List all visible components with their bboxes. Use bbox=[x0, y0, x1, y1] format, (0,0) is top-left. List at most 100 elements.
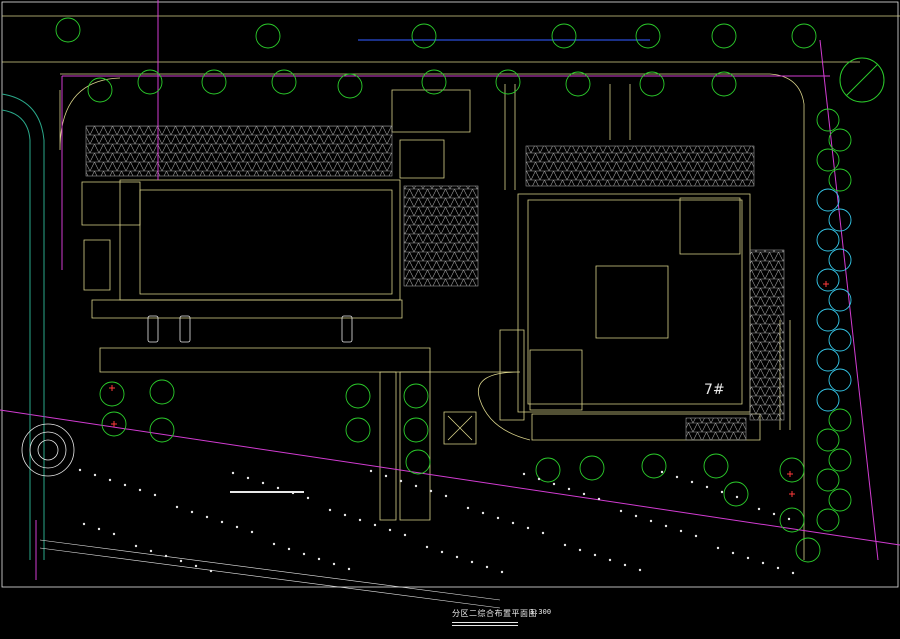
tree-icon bbox=[137, 69, 163, 95]
plant-dot bbox=[731, 551, 735, 555]
plant-dot bbox=[403, 533, 407, 537]
tree-icon bbox=[828, 208, 852, 232]
plant-dot bbox=[664, 524, 668, 528]
tree-icon bbox=[779, 507, 805, 533]
plant-dot bbox=[735, 495, 739, 499]
tree-icon bbox=[816, 508, 840, 532]
plant-dot bbox=[500, 570, 504, 574]
plant-dot bbox=[634, 514, 638, 518]
plant-dot bbox=[660, 470, 664, 474]
plant-dot bbox=[93, 473, 97, 477]
tree-icon bbox=[639, 71, 665, 97]
tree-icon bbox=[816, 148, 840, 172]
tree-icon bbox=[87, 77, 113, 103]
tree-icon bbox=[828, 448, 852, 472]
plant-dot bbox=[220, 520, 224, 524]
plant-dot bbox=[746, 556, 750, 560]
plant-dot bbox=[791, 571, 795, 575]
plant-dot bbox=[108, 478, 112, 482]
tree-icon bbox=[795, 537, 821, 563]
plant-dot bbox=[511, 521, 515, 525]
plant-markers bbox=[78, 281, 829, 575]
plant-dot bbox=[138, 488, 142, 492]
drawing-scale: 1:300 bbox=[530, 608, 552, 616]
plant-dot bbox=[302, 552, 306, 556]
plant-dot bbox=[761, 561, 765, 565]
tree-icon bbox=[337, 73, 363, 99]
plant-dot bbox=[720, 490, 724, 494]
tree-icon bbox=[711, 23, 737, 49]
plant-dot bbox=[466, 506, 470, 510]
plant-dot bbox=[757, 507, 761, 511]
marker-icon bbox=[787, 471, 793, 477]
tree-icon bbox=[828, 408, 852, 432]
plant-dot bbox=[123, 483, 127, 487]
tree-icon bbox=[779, 457, 805, 483]
plant-dot bbox=[261, 481, 265, 485]
drawing-caption: 分区二综合布置平面图 1:300 bbox=[0, 606, 900, 626]
plant-dot bbox=[705, 485, 709, 489]
plant-dot bbox=[153, 493, 157, 497]
plant-dot bbox=[164, 554, 168, 558]
plant-dot bbox=[690, 480, 694, 484]
plant-dot bbox=[444, 494, 448, 498]
plant-dot bbox=[78, 468, 82, 472]
plant-dot bbox=[481, 511, 485, 515]
plant-dot bbox=[306, 496, 310, 500]
plant-dot bbox=[619, 509, 623, 513]
plant-dot bbox=[235, 525, 239, 529]
plant-dot bbox=[470, 560, 474, 564]
tree-icon bbox=[711, 71, 737, 97]
tree-icon bbox=[828, 248, 852, 272]
plant-dot bbox=[347, 567, 351, 571]
plant-dot bbox=[567, 487, 571, 491]
tree-icon bbox=[816, 188, 840, 212]
tree-icon bbox=[828, 128, 852, 152]
tree-icon bbox=[149, 417, 175, 443]
plant-dot bbox=[537, 477, 541, 481]
tree-icon bbox=[828, 168, 852, 192]
tree-icon bbox=[635, 23, 661, 49]
plant-dot bbox=[563, 543, 567, 547]
marker-icon bbox=[111, 421, 117, 427]
tree-icon bbox=[703, 453, 729, 479]
drawing-title: 分区二综合布置平面图 bbox=[452, 609, 537, 618]
plant-dot bbox=[638, 568, 642, 572]
plant-dot bbox=[649, 519, 653, 523]
plant-dot bbox=[250, 530, 254, 534]
tree-icon bbox=[565, 71, 591, 97]
plant-dot bbox=[399, 479, 403, 483]
tree-icon bbox=[579, 455, 605, 481]
tree-icon bbox=[271, 69, 297, 95]
plant-dot bbox=[414, 484, 418, 488]
plant-dot bbox=[496, 516, 500, 520]
tree-icon bbox=[816, 388, 840, 412]
drawing-frame bbox=[1, 1, 899, 588]
tree-icon bbox=[495, 69, 521, 95]
tree-icon bbox=[816, 268, 840, 292]
plant-dot bbox=[522, 472, 526, 476]
tree-icon bbox=[55, 17, 81, 43]
plant-dot bbox=[332, 562, 336, 566]
roundabout bbox=[21, 423, 75, 477]
tree-icon bbox=[816, 308, 840, 332]
tree-icon bbox=[411, 23, 437, 49]
plant-dot bbox=[149, 549, 153, 553]
plant-dot bbox=[190, 510, 194, 514]
plant-dot bbox=[772, 512, 776, 516]
tree-icon bbox=[101, 411, 127, 437]
plant-dot bbox=[552, 482, 556, 486]
plant-dot bbox=[82, 522, 86, 526]
plant-dot bbox=[388, 528, 392, 532]
title-underline bbox=[452, 622, 518, 623]
tree-icon bbox=[816, 468, 840, 492]
plant-dot bbox=[175, 505, 179, 509]
plant-dot bbox=[716, 546, 720, 550]
title-underline-thin bbox=[452, 625, 518, 626]
tree-icon bbox=[551, 23, 577, 49]
plant-dot bbox=[384, 474, 388, 478]
plant-dot bbox=[440, 550, 444, 554]
plant-dot bbox=[209, 569, 213, 573]
tree-icon bbox=[828, 328, 852, 352]
tree-symbols bbox=[55, 17, 852, 563]
